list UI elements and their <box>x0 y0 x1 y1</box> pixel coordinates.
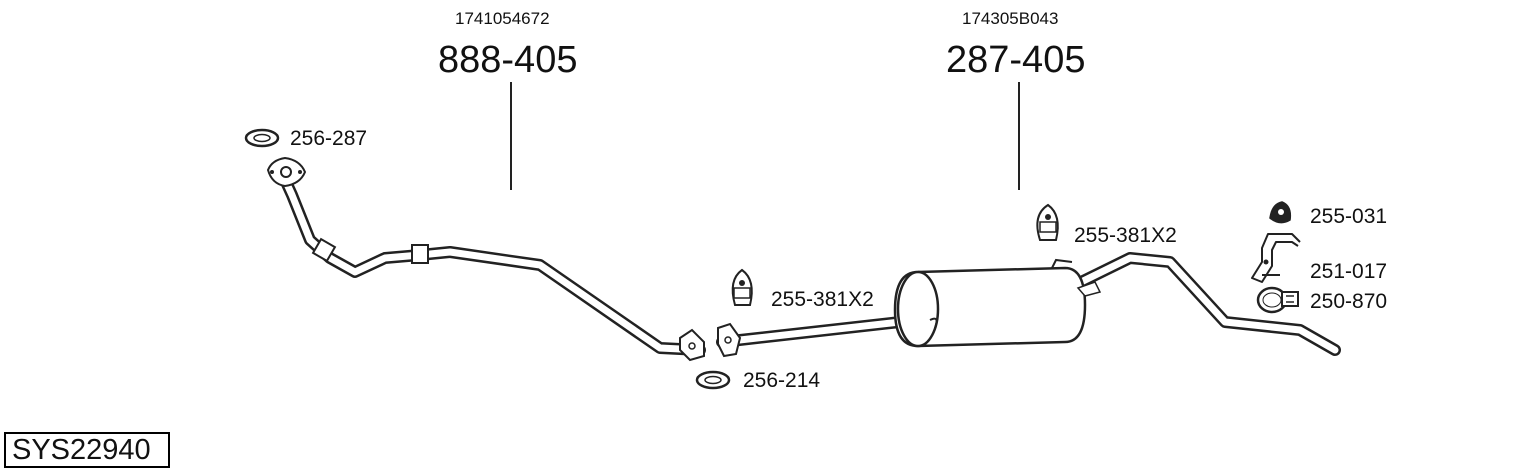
front-pipe <box>266 156 706 362</box>
part-number-rear-silencer[interactable]: 287-405 <box>946 39 1086 81</box>
rubber-255-031-icon <box>1269 201 1292 224</box>
gasket-256-287-icon <box>244 128 280 148</box>
oem-number-rear: 174305B043 <box>962 9 1059 28</box>
hanger-mid-icon <box>731 268 753 306</box>
rear-silencer <box>716 252 1341 358</box>
part-label-gasket-top[interactable]: 256-287 <box>290 127 368 150</box>
oem-number-front: 1741054672 <box>455 9 550 28</box>
part-label-hanger-mid[interactable]: 255-381X2 <box>771 288 874 311</box>
part-label-bracket-rear[interactable]: 251-017 <box>1310 260 1388 283</box>
gasket-256-214-icon <box>695 370 731 390</box>
part-number-front-pipe[interactable]: 888-405 <box>438 39 578 81</box>
clamp-250-870-icon <box>1256 286 1299 314</box>
bracket-251-017-icon <box>1251 233 1301 283</box>
system-code-box: SYS22940 <box>4 432 170 468</box>
hanger-rear-icon <box>1036 203 1059 241</box>
part-label-clamp-rear[interactable]: 250-870 <box>1310 290 1388 313</box>
part-label-rubber-rear[interactable]: 255-031 <box>1310 205 1388 228</box>
part-label-gasket-mid[interactable]: 256-214 <box>743 369 821 392</box>
part-label-hanger-rear[interactable]: 255-381X2 <box>1074 224 1177 247</box>
